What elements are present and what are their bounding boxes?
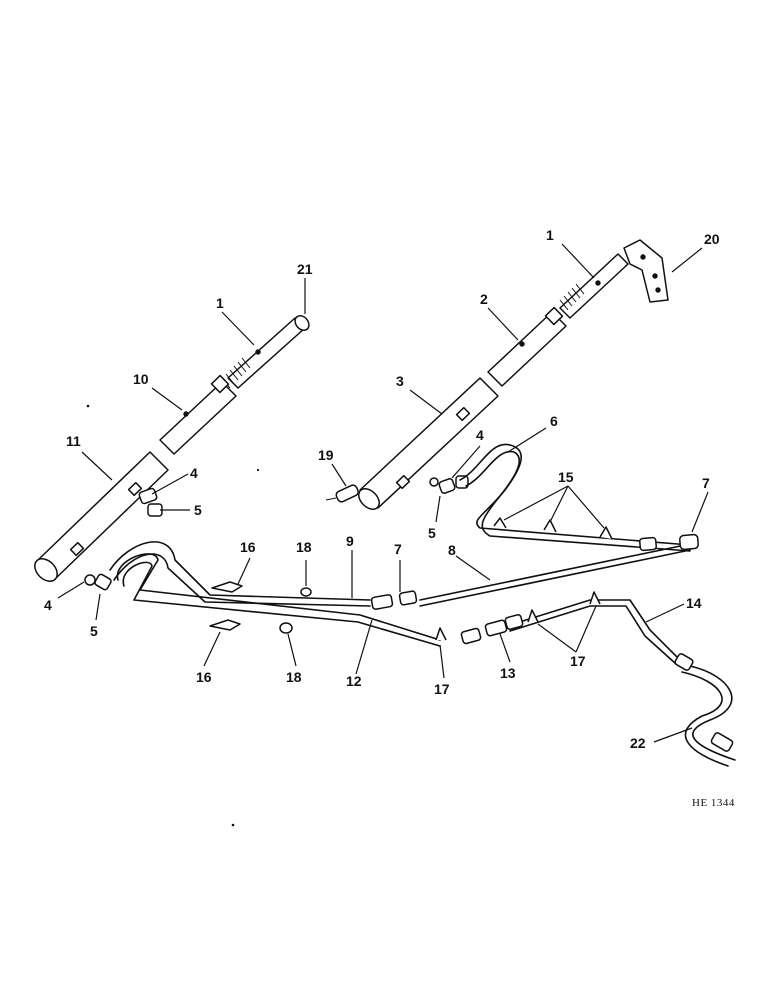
tube-6 xyxy=(459,443,691,546)
callout-20: 20 xyxy=(704,231,720,247)
callout-17-left: 17 xyxy=(434,681,450,697)
callout-4-right: 4 xyxy=(476,427,484,443)
cylinder-end-cap-left xyxy=(34,558,58,582)
callout-12: 12 xyxy=(346,673,362,689)
right-cylinder-assembly xyxy=(325,239,669,510)
leader-lines xyxy=(57,243,709,743)
callout-11: 11 xyxy=(66,433,81,449)
callout-8: 8 xyxy=(448,542,456,558)
callout-1-right: 1 xyxy=(546,227,554,243)
elbow-fitting-left-lower xyxy=(84,573,112,591)
scan-specks xyxy=(86,404,260,827)
callout-21: 21 xyxy=(297,261,313,277)
callout-9: 9 xyxy=(346,533,354,549)
cylinder-rod-left xyxy=(227,317,306,389)
callout-4-left-lower: 4 xyxy=(44,597,52,613)
callout-numbers: 1 21 10 11 4 5 4 5 1 20 2 3 19 4 5 6 15 … xyxy=(44,227,720,751)
callout-3: 3 xyxy=(396,373,404,389)
callout-17-right: 17 xyxy=(570,653,586,669)
callout-14: 14 xyxy=(686,595,702,611)
clamps-16 xyxy=(209,581,243,631)
clevis-pin-left xyxy=(294,315,310,331)
callout-18-lower: 18 xyxy=(286,669,302,685)
callout-7-right: 7 xyxy=(702,475,710,491)
callout-10: 10 xyxy=(133,371,149,387)
callout-5-left-upper: 5 xyxy=(194,502,202,518)
callout-16-upper: 16 xyxy=(240,539,256,555)
cylinder-barrel-right xyxy=(359,377,499,509)
figure-reference-code: HE 1344 xyxy=(692,797,735,809)
callout-16-lower: 16 xyxy=(196,669,212,685)
clips-15 xyxy=(493,517,613,540)
callout-7-middle: 7 xyxy=(394,541,402,557)
callout-18-upper: 18 xyxy=(296,539,312,555)
tube-9 xyxy=(109,541,371,601)
hydraulic-tubing xyxy=(109,443,736,767)
callout-15: 15 xyxy=(558,469,574,485)
left-cylinder-assembly xyxy=(34,315,310,591)
tube-14 xyxy=(509,599,681,661)
callout-19: 19 xyxy=(318,447,334,463)
cylinder-rod-tube-right xyxy=(487,311,567,387)
clevis-pin-right xyxy=(335,484,359,503)
elbow-fitting-left-upper xyxy=(138,487,163,517)
cylinder-rod-right xyxy=(559,253,629,319)
callout-6: 6 xyxy=(550,413,558,429)
callout-5-right: 5 xyxy=(428,525,436,541)
hose-22 xyxy=(689,665,736,761)
clips-17 xyxy=(435,591,601,641)
mounting-bracket xyxy=(623,239,669,303)
tube-12 xyxy=(116,553,441,641)
callout-13: 13 xyxy=(500,665,516,681)
tube-8 xyxy=(419,543,691,601)
callout-4-left-upper: 4 xyxy=(190,465,198,481)
callout-1-left: 1 xyxy=(216,295,224,311)
cylinder-rod-tube-left xyxy=(159,381,237,455)
callout-2: 2 xyxy=(480,291,488,307)
callout-22: 22 xyxy=(630,735,646,751)
elbow-fitting-right xyxy=(429,475,469,494)
threaded-rod-right xyxy=(559,283,585,311)
callout-5-left-lower: 5 xyxy=(90,623,98,639)
bolts-18 xyxy=(279,587,312,634)
